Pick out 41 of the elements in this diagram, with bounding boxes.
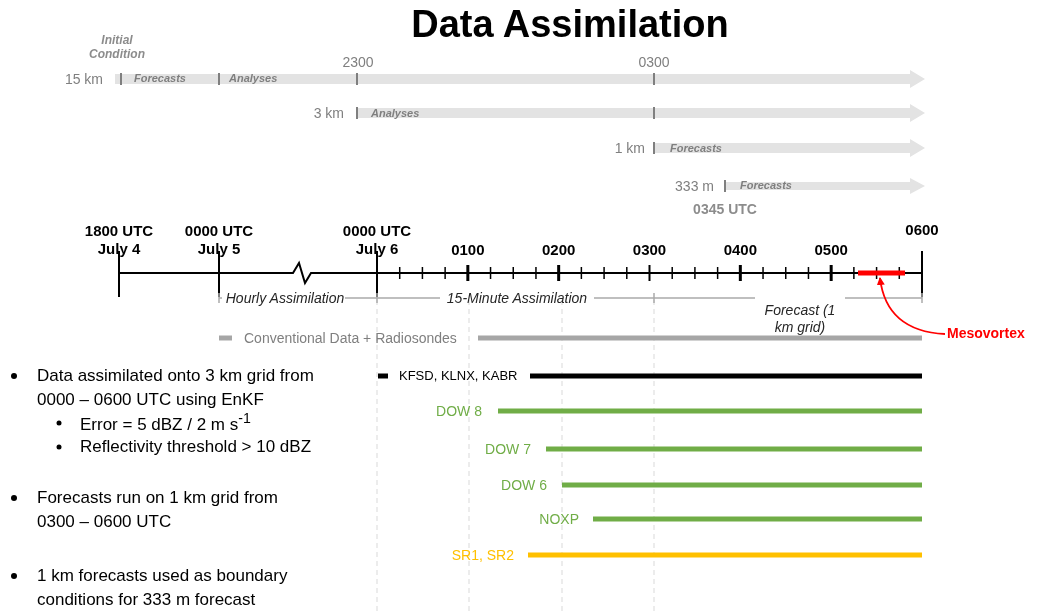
phase-label: Forecasts — [670, 142, 722, 156]
title: Data Assimilation — [411, 2, 729, 47]
period-label: Hourly Assimilation — [225, 289, 345, 307]
radar-label: DOW 7 — [485, 440, 531, 458]
phase-label: Initial Condition — [88, 33, 146, 62]
radar-label: KFSD, KLNX, KABR — [399, 368, 518, 384]
date-label: 0000 UTC July 5 — [183, 222, 255, 258]
time-label: 0600 — [905, 221, 939, 239]
bullet-text: 1 km forecasts used as boundary conditions for 333 m forecast — [37, 565, 289, 611]
resolution-label: 1 km — [614, 139, 645, 157]
radar-label: SR1, SR2 — [451, 546, 514, 564]
radar-label: DOW 6 — [501, 476, 547, 494]
phase-label: Forecasts — [740, 179, 792, 193]
phase-label: Forecasts — [134, 72, 186, 86]
bullet-text: Data assimilated onto 3 km grid from 0000 – 0600 UTC using EnKF — [37, 365, 315, 411]
resolution-label: 15 km — [64, 70, 103, 88]
leader-line — [877, 277, 946, 335]
callout-label: Mesovortex — [947, 325, 1025, 342]
radar-label: DOW 8 — [436, 402, 482, 420]
time-label: 0500 — [814, 241, 848, 259]
time-label: 0300 — [638, 53, 670, 71]
bullet-text: Forecasts run on 1 km grid from 0300 – 0600 UTC — [37, 487, 279, 533]
time-label: 0200 — [541, 241, 576, 259]
resolution-label: 333 m — [675, 177, 714, 195]
date-label: 1800 UTC July 4 — [83, 222, 155, 258]
time-label: 0100 — [451, 241, 485, 259]
period-label: Forecast (1 km grid) — [763, 302, 837, 336]
highlight-bar — [858, 270, 905, 276]
time-label: 0300 — [632, 241, 667, 259]
phase-label: Analyses — [229, 72, 278, 86]
period-label: 15-Minute Assimilation — [446, 289, 588, 307]
time-label: 2300 — [342, 53, 374, 71]
bullet-text: Error = 5 dBZ / 2 m s$^{-1}$ — [80, 410, 251, 436]
phase-label: Analyses — [371, 107, 420, 121]
resolution-label: 3 km — [313, 104, 344, 122]
time-label: 0345 UTC — [693, 200, 757, 218]
time-label: 0400 — [723, 241, 757, 259]
date-label: 0000 UTC July 6 — [341, 222, 413, 258]
data-source-label: Conventional Data + Radiosondes — [244, 329, 457, 347]
bullet-text: Reflectivity threshold > 10 dBZ — [80, 436, 312, 458]
radar-label: NOXP — [539, 510, 579, 528]
